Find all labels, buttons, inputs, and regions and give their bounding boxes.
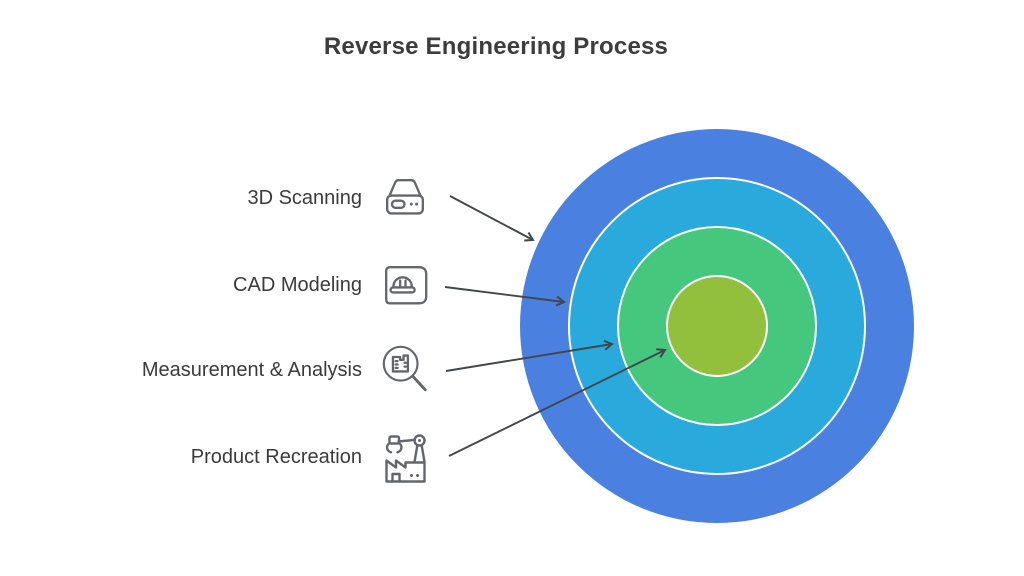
step-label: Measurement & Analysis [141, 358, 362, 381]
3d-scanner-icon [377, 168, 433, 228]
concentric-rings [520, 129, 914, 523]
step-label: CAD Modeling [233, 273, 362, 296]
step-row-cad-modeling: CAD Modeling [233, 255, 433, 315]
page-title: Reverse Engineering Process [323, 33, 669, 60]
arrow-cad-modeling [444, 286, 566, 307]
blueprint-helmet-icon [377, 255, 433, 315]
arrow-3d-scanning [449, 195, 535, 242]
magnifier-analysis-icon [377, 340, 433, 400]
step-row-product-recreation: Product Recreation [191, 427, 433, 487]
arrow-measurement-analysis [445, 339, 614, 372]
step-label: Product Recreation [190, 445, 362, 468]
arrow-product-recreation [448, 348, 667, 457]
step-label: 3D Scanning [247, 186, 362, 209]
core-circle [666, 275, 768, 377]
factory-robot-arm-icon [377, 427, 433, 487]
step-row-3d-scanning: 3D Scanning [247, 168, 433, 228]
step-row-measurement-analysis: Measurement & Analysis [142, 340, 433, 400]
connector-arrows [444, 195, 667, 457]
